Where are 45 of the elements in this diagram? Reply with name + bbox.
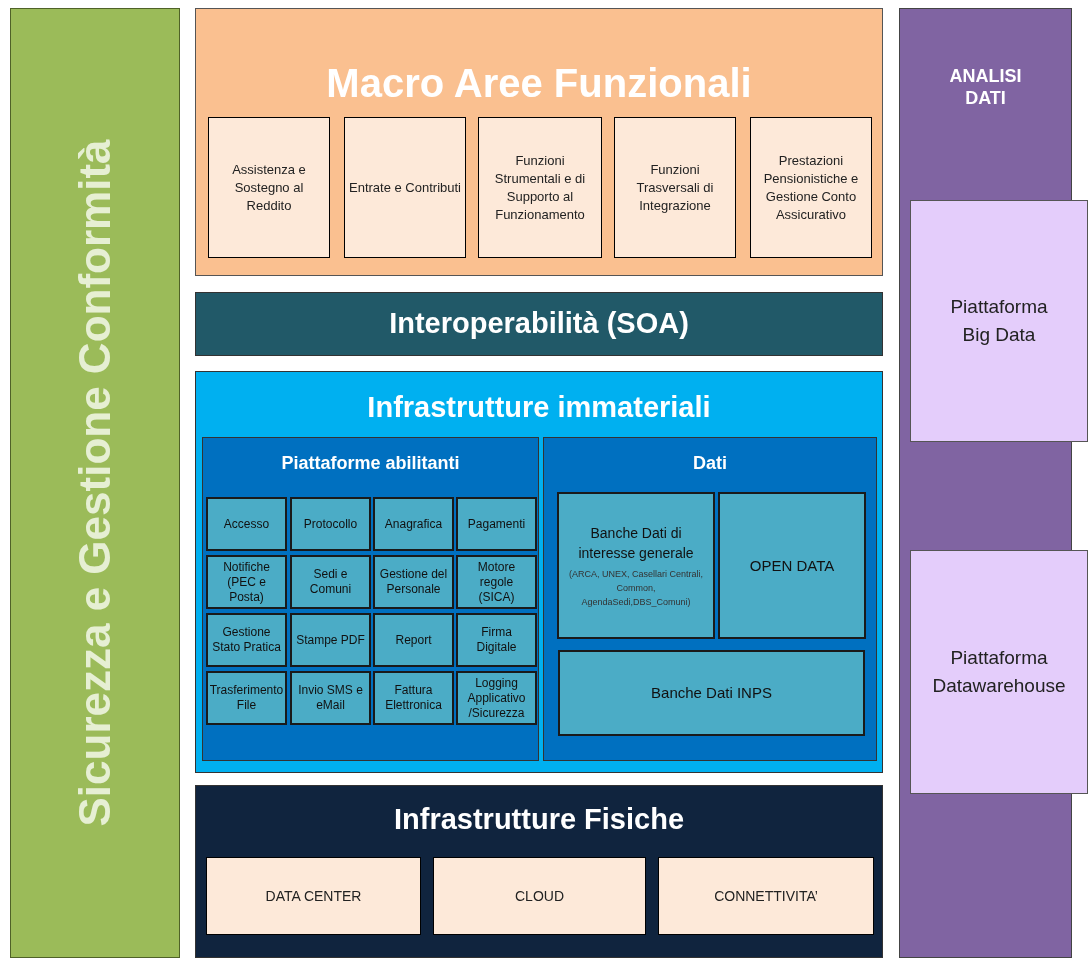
group-panel	[202, 437, 539, 761]
service-box: Gestione del Personale	[373, 555, 454, 609]
database-box: Banche Dati INPS	[558, 650, 865, 736]
platform-box: Piattaforma Datawarehouse	[910, 550, 1088, 794]
box-title: Banche Dati di interesse generale	[577, 523, 695, 563]
service-box: Fattura Elettronica	[373, 671, 454, 725]
side-band	[10, 8, 180, 958]
infrastructure-box: DATA CENTER	[206, 857, 421, 935]
layer-panel: Interoperabilità (SOA)	[195, 292, 883, 356]
function-box: Assistenza e Sostegno al Reddito	[208, 117, 330, 258]
function-box: Funzioni Trasversali di Integrazione	[614, 117, 736, 258]
panel-title: Infrastrutture Fisiche	[393, 802, 685, 837]
service-box: Report	[373, 613, 454, 667]
layer-panel	[195, 785, 883, 958]
panel-title: Piattaforme abilitanti	[281, 452, 460, 475]
service-box: Invio SMS e eMail	[290, 671, 371, 725]
infrastructure-box: CLOUD	[433, 857, 646, 935]
layer-panel	[195, 8, 883, 276]
group-panel	[543, 437, 877, 761]
service-box: Anagrafica	[373, 497, 454, 551]
service-box: Trasferimento File	[206, 671, 287, 725]
platform-box: Piattaforma Big Data	[910, 200, 1088, 442]
panel-title: Macro Aree Funzionali	[326, 60, 752, 107]
box-note: (ARCA, UNEX, Casellari Centrali, Common, AgendaSedi,DBS_Comuni)	[567, 567, 704, 609]
database-box: OPEN DATA	[718, 492, 866, 639]
band-title: Sicurezza e Gestione Conformità	[69, 139, 120, 827]
service-box: Firma Digitale	[456, 613, 537, 667]
panel-title: ANALISI DATI	[948, 65, 1023, 109]
panel-title: Infrastrutture immateriali	[367, 390, 711, 425]
layer-panel	[195, 371, 883, 773]
service-box: Pagamenti	[456, 497, 537, 551]
function-box: Entrate e Contributi	[344, 117, 466, 258]
service-box: Stampe PDF	[290, 613, 371, 667]
service-box: Logging Applicativo /Sicurezza	[456, 671, 537, 725]
service-box: Sedi e Comuni	[290, 555, 371, 609]
service-box: Gestione Stato Pratica	[206, 613, 287, 667]
database-box	[557, 492, 715, 639]
panel-title: Dati	[693, 452, 727, 475]
service-box: Protocollo	[290, 497, 371, 551]
service-box: Motore regole (SICA)	[456, 555, 537, 609]
function-box: Funzioni Strumentali e di Supporto al Funzionamento	[478, 117, 602, 258]
function-box: Prestazioni Pensionistiche e Gestione Conto Assicurativo	[750, 117, 872, 258]
infrastructure-box: CONNETTIVITA’	[658, 857, 874, 935]
service-box: Accesso	[206, 497, 287, 551]
service-box: Notifiche (PEC e Posta)	[206, 555, 287, 609]
